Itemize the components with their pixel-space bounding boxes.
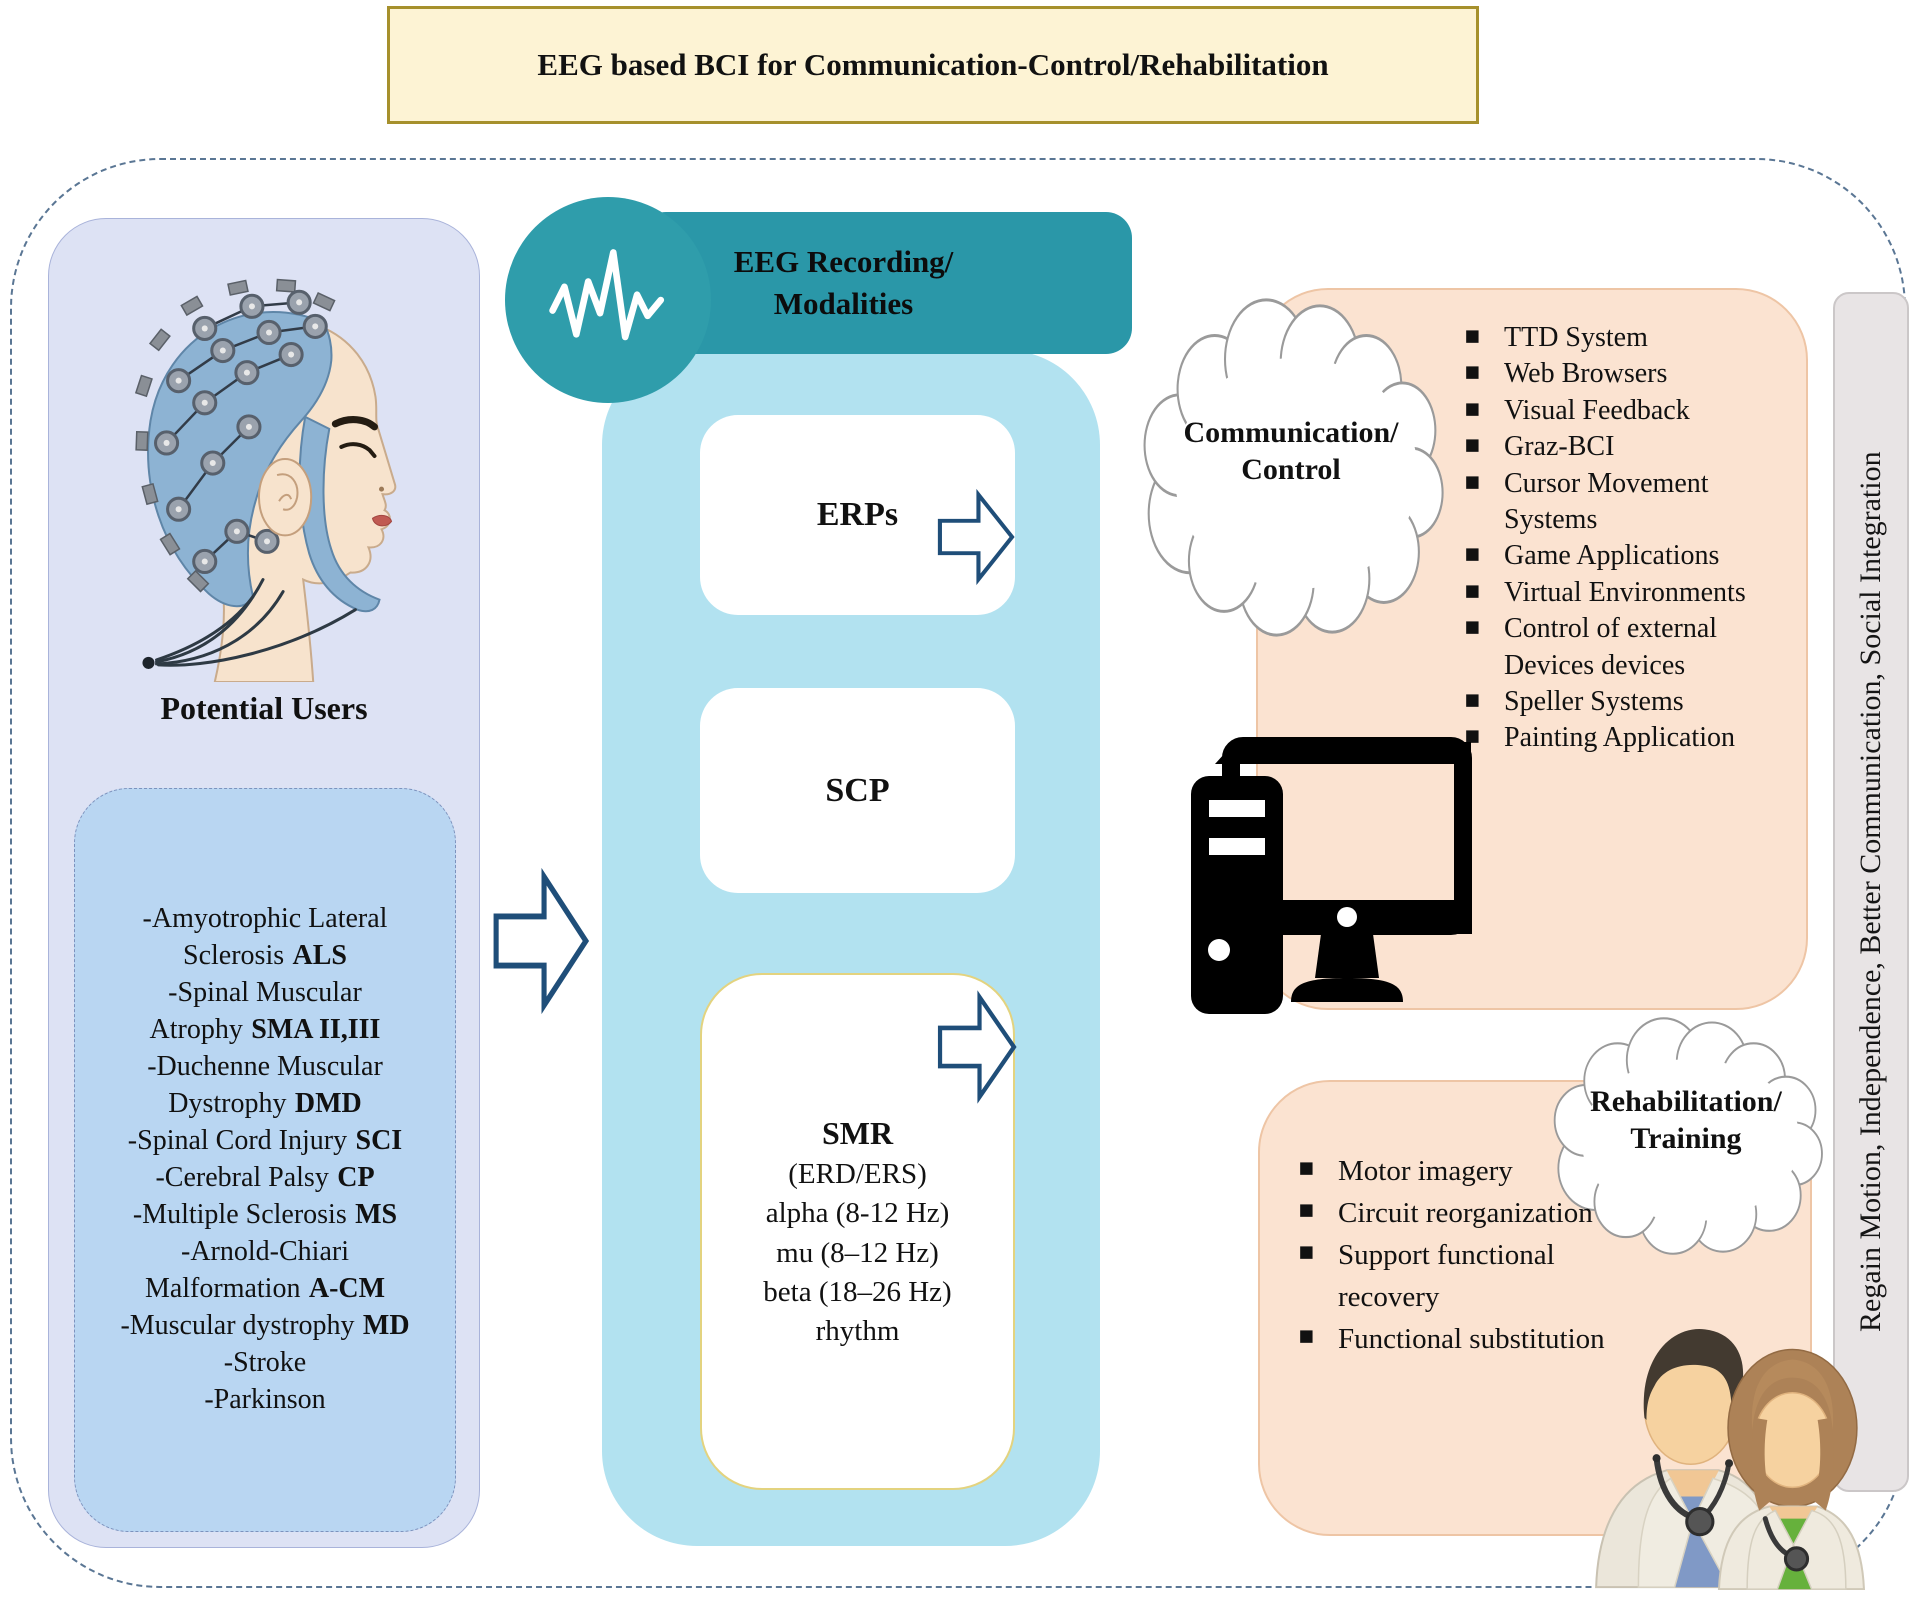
- rehabilitation-cloud: Rehabilitation/ Training: [1538, 1010, 1834, 1260]
- title-banner: EEG based BCI for Communication-Control/…: [387, 6, 1479, 124]
- desktop-computer-icon: [1191, 737, 1472, 1014]
- application-item: Control of external Devices devices: [1462, 610, 1796, 684]
- modalities-badge: [505, 197, 711, 403]
- communication-cloud-line2: Control: [1241, 453, 1341, 486]
- smr-line: mu (8–12 Hz): [776, 1236, 939, 1269]
- flow-arrow-to-communication: [935, 487, 1017, 587]
- communication-cloud-line1: Communication/: [1183, 415, 1399, 449]
- rehab-method-item: Circuit reorganization: [1296, 1191, 1662, 1234]
- eeg-waveform-icon: [549, 249, 665, 341]
- communication-cloud-label: Communication/ Control: [1126, 288, 1456, 644]
- potential-users-heading: Potential Users: [160, 690, 368, 726]
- smr-lines: (ERD/ERS) alpha (8-12 Hz) mu (8–12 Hz) beta…: [763, 1155, 951, 1351]
- doctors-illustration: [1595, 1329, 1866, 1590]
- erps-label: ERPs: [816, 496, 899, 533]
- eeg-cap-head-illustration: [134, 278, 397, 682]
- application-item: Speller Systems: [1462, 683, 1796, 720]
- communication-applications-list: TTD SystemWeb BrowsersVisual FeedbackGra…: [1462, 319, 1796, 757]
- rehab-method-item: Functional substitution: [1296, 1317, 1662, 1360]
- application-item: Cursor Movement Systems: [1462, 465, 1796, 539]
- modalities-header-line2: Modalities: [773, 286, 914, 321]
- figure-title: EEG based BCI for Communication-Control/…: [537, 47, 1329, 82]
- rehabilitation-cloud-line1: Rehabilitation/: [1590, 1084, 1782, 1118]
- application-item: TTD System: [1462, 319, 1796, 356]
- rehabilitation-methods-list: Motor imageryCircuit reorganizationSuppo…: [1296, 1149, 1662, 1360]
- erps-box: ERPs: [700, 415, 1015, 615]
- scp-label: SCP: [825, 771, 890, 809]
- smr-line: alpha (8-12 Hz): [765, 1197, 950, 1230]
- scp-box: SCP: [700, 688, 1015, 893]
- application-item: Painting Application: [1462, 719, 1796, 756]
- application-item: Visual Feedback: [1462, 392, 1796, 429]
- flow-arrow-users-to-modalities: [490, 865, 592, 1017]
- smr-label: SMR: [821, 1115, 894, 1152]
- rehabilitation-cloud-label: Rehabilitation/ Training: [1538, 1010, 1834, 1260]
- smr-line: (ERD/ERS): [788, 1158, 927, 1191]
- potential-user-item: -Stroke: [223, 1346, 307, 1378]
- smr-line: rhythm: [815, 1314, 900, 1347]
- rehab-method-item: Support functional recovery: [1296, 1233, 1662, 1318]
- potential-user-item: -Parkinson: [204, 1383, 326, 1415]
- modalities-header: EEG Recording/ Modalities: [640, 212, 1132, 354]
- flow-arrow-to-rehabilitation: [935, 988, 1019, 1106]
- application-item: Graz-BCI: [1462, 428, 1796, 465]
- rehab-method-item: Motor imagery: [1296, 1149, 1662, 1192]
- application-item: Web Browsers: [1462, 355, 1796, 392]
- outcomes-bar-text: Regain Motion, Independence, Better Comm…: [1854, 451, 1887, 1333]
- modalities-header-line1: EEG Recording/: [733, 244, 954, 280]
- smr-line: beta (18–26 Hz): [763, 1275, 952, 1308]
- communication-cloud: Communication/ Control: [1126, 288, 1456, 644]
- application-item: Virtual Environments: [1462, 574, 1796, 611]
- application-item: Game Applications: [1462, 537, 1796, 574]
